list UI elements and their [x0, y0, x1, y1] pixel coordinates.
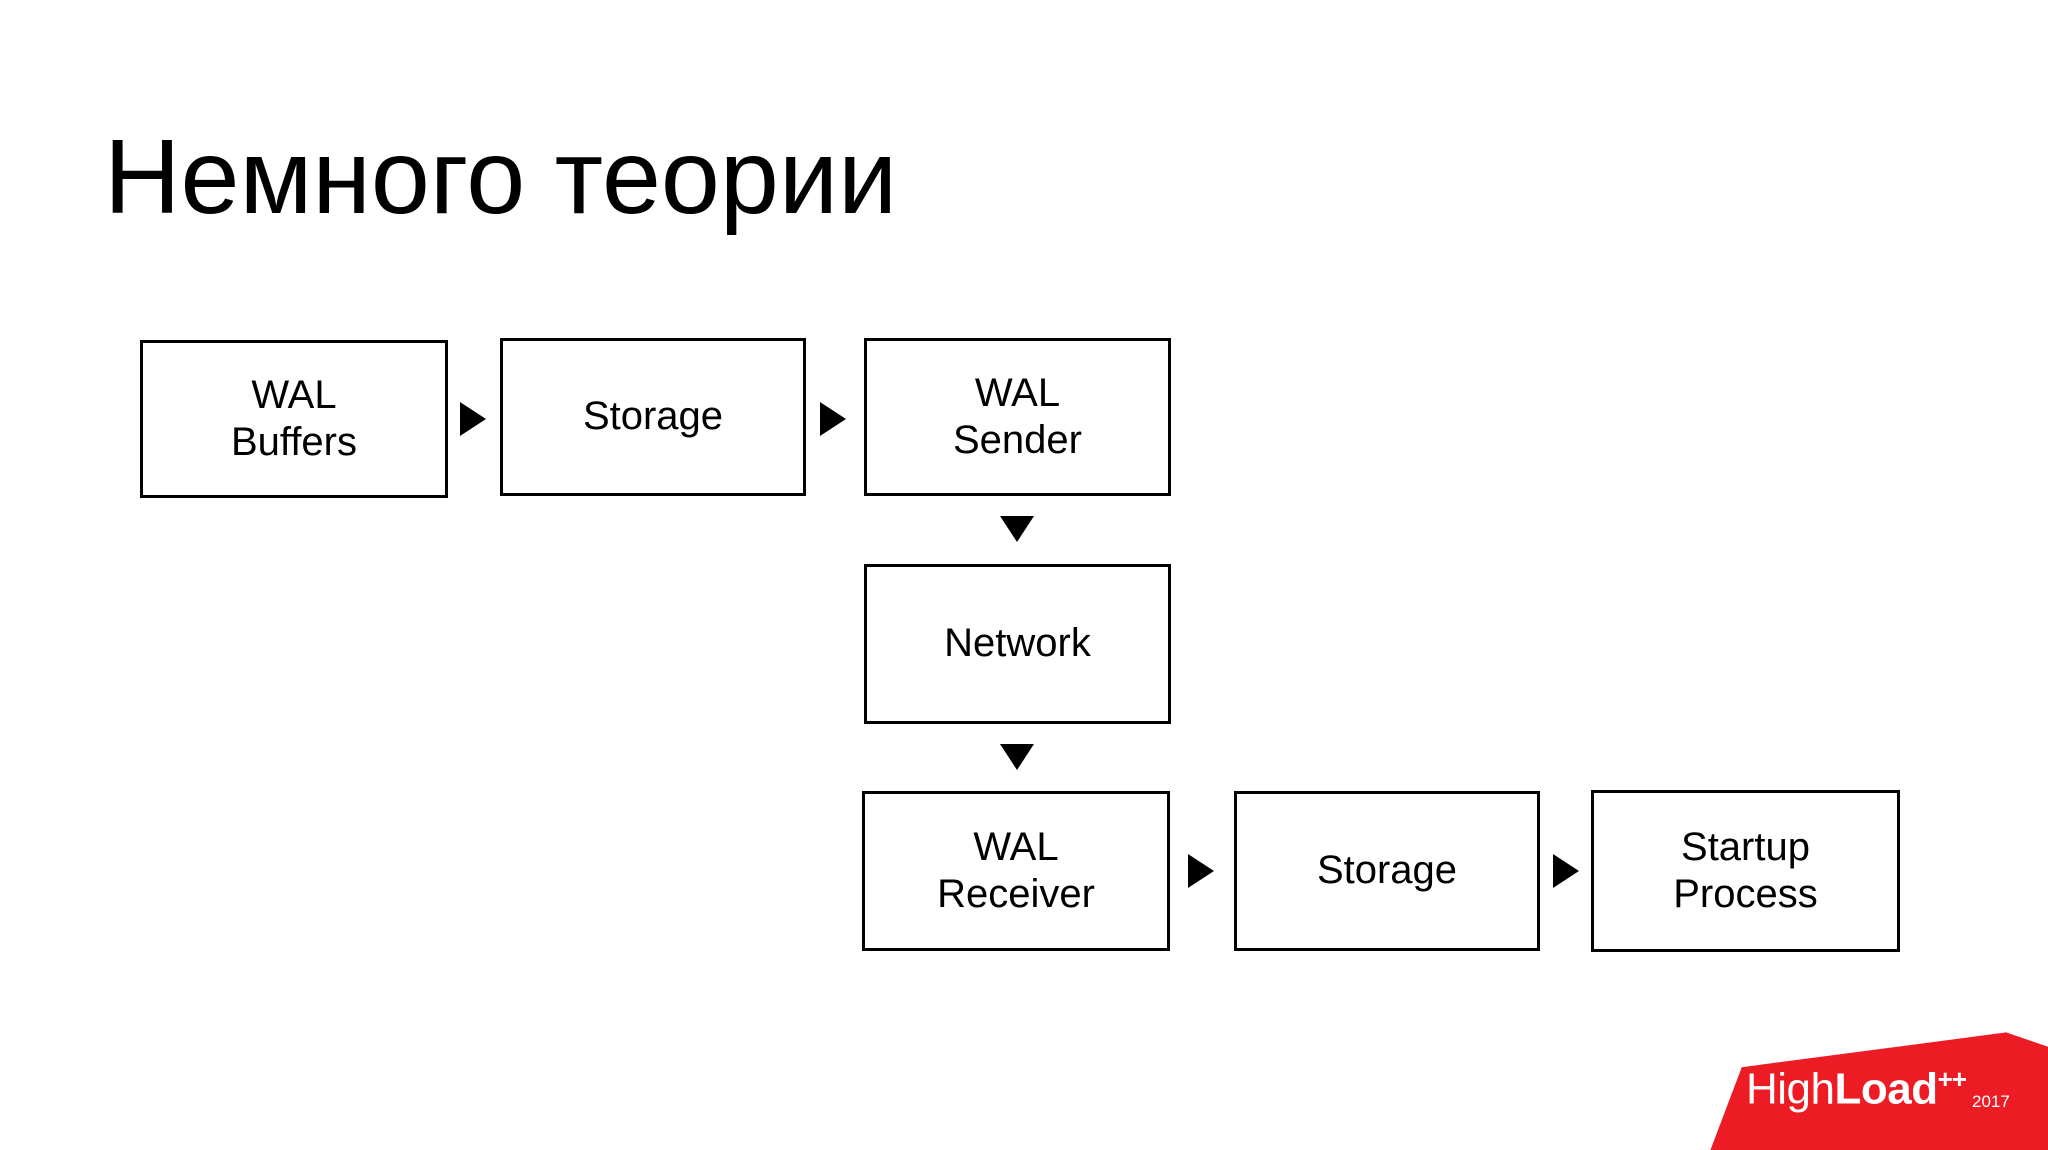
diagram-node-label: Network [944, 621, 1091, 666]
logo-word-high: High [1746, 1064, 1835, 1114]
diagram-node-label: WAL Buffers [231, 372, 357, 464]
logo-wordmark: HighLoad++ [1746, 1064, 1967, 1114]
diagram-node-startup-process[interactable]: Startup Process [1591, 790, 1900, 952]
highload-logo: HighLoad++ 2017 [1700, 1030, 2048, 1150]
diagram-node-network[interactable]: Network [864, 564, 1171, 724]
arrow-down-icon-wal-sender-to-network [1000, 516, 1034, 542]
arrow-right-icon-storage-to-startup-process [1553, 854, 1579, 888]
arrow-right-icon-wal-buffers-to-storage [460, 402, 486, 436]
logo-year: 2017 [1972, 1092, 2010, 1111]
diagram-node-label: WAL Receiver [937, 824, 1095, 916]
diagram-node-label: Storage [582, 394, 724, 439]
arrow-right-icon-storage-to-wal-sender [820, 402, 846, 436]
diagram-node-wal-receiver[interactable]: WAL Receiver [862, 791, 1170, 951]
diagram-node-wal-buffers[interactable]: WAL Buffers [140, 340, 448, 498]
diagram-node-wal-sender[interactable]: WAL Sender [864, 338, 1171, 496]
arrow-right-icon-wal-receiver-to-storage [1188, 854, 1214, 888]
logo-word-load: Load [1834, 1064, 1939, 1114]
arrow-down-icon-network-to-wal-receiver [1000, 744, 1034, 770]
diagram-node-label: WAL Sender [953, 370, 1082, 462]
diagram-node-label: Storage [1316, 848, 1458, 893]
diagram-node-storage-standby[interactable]: Storage [1234, 791, 1540, 951]
page-title: Немного теории [104, 118, 898, 237]
diagram-node-storage-primary[interactable]: Storage [500, 338, 806, 496]
logo-plusplus: ++ [1937, 1064, 1967, 1094]
diagram-node-label: Startup Process [1673, 824, 1818, 916]
